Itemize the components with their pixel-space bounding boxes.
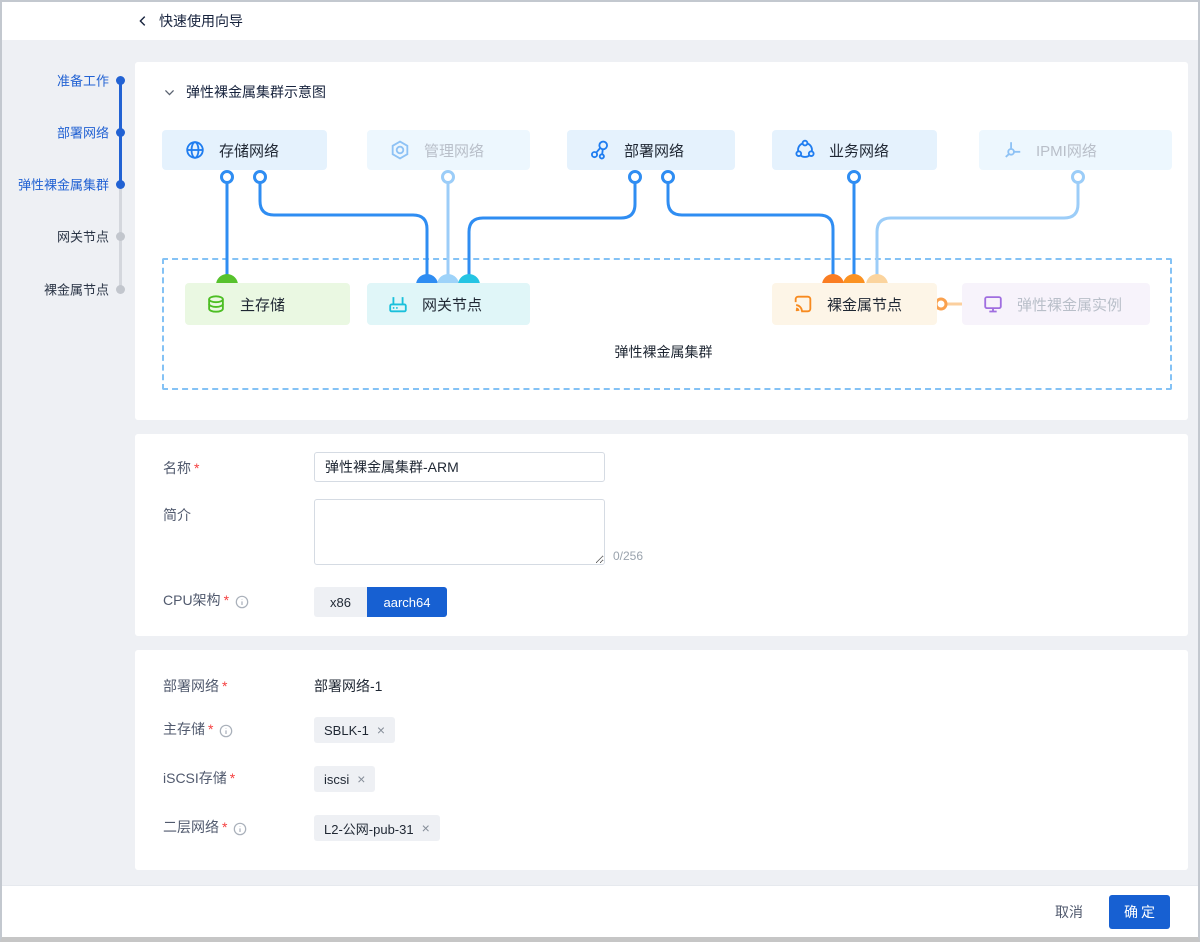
step-connector xyxy=(119,184,122,236)
step-dot xyxy=(116,128,125,137)
step-dot xyxy=(116,76,125,85)
cluster-circle-icon xyxy=(794,139,816,161)
router-icon xyxy=(387,293,409,315)
name-input[interactable] xyxy=(314,452,605,482)
network-label: 部署网络 xyxy=(624,140,684,161)
remove-tag-icon[interactable]: × xyxy=(357,772,365,786)
diagram-collapse-toggle[interactable]: 弹性裸金属集群示意图 xyxy=(135,62,1188,102)
required-mark: * xyxy=(208,721,213,737)
node-box-gateway: 网关节点 xyxy=(367,283,530,325)
node-label: 裸金属节点 xyxy=(827,294,902,315)
network-box-deployment: 部署网络 xyxy=(567,130,735,170)
cpu-option-x86[interactable]: x86 xyxy=(314,587,367,617)
chevron-left-icon xyxy=(136,14,150,28)
steps-rail: 准备工作 部署网络 弹性裸金属集群 网关节点 裸金属节点 xyxy=(2,40,135,886)
node-label: 网关节点 xyxy=(422,294,482,315)
iscsi-storage-tag: iscsi × xyxy=(314,766,375,792)
node-box-instance: 弹性裸金属实例 xyxy=(962,283,1150,325)
step-item-baremetal[interactable]: 裸金属节点 xyxy=(44,280,109,299)
cpu-arch-toggle: x86 aarch64 xyxy=(314,587,447,617)
network-label: 管理网络 xyxy=(424,140,484,161)
info-icon[interactable] xyxy=(233,821,247,837)
required-mark: * xyxy=(230,770,235,786)
required-mark: * xyxy=(222,819,227,835)
required-mark: * xyxy=(222,678,227,694)
name-row: 名称* xyxy=(163,452,1188,482)
signal-box-icon xyxy=(792,293,814,315)
network-box-business: 业务网络 xyxy=(772,130,937,170)
primary-storage-tag: SBLK-1 × xyxy=(314,717,395,743)
diagram-section-title: 弹性裸金属集群示意图 xyxy=(186,82,326,102)
back-button[interactable] xyxy=(136,14,150,28)
step-item-cluster[interactable]: 弹性裸金属集群 xyxy=(18,175,109,194)
node-box-primary-storage: 主存储 xyxy=(185,283,350,325)
step-dot xyxy=(116,285,125,294)
page-title: 快速使用向导 xyxy=(159,11,243,31)
cluster-diagram: 存储网络 管理网络 部署网络 xyxy=(135,110,1192,410)
remove-tag-icon[interactable]: × xyxy=(422,821,430,835)
description-label: 简介 xyxy=(163,499,314,525)
content-area: 准备工作 部署网络 弹性裸金属集群 网关节点 裸金属节点 弹性裸金属集群示意图 xyxy=(2,40,1198,886)
step-dot xyxy=(116,232,125,241)
probe-icon xyxy=(1001,139,1023,161)
node-box-baremetal: 裸金属节点 xyxy=(772,283,937,325)
node-label: 主存储 xyxy=(240,294,285,315)
required-mark: * xyxy=(194,460,199,476)
char-counter: 0/256 xyxy=(613,549,643,565)
step-connector xyxy=(119,132,122,184)
remove-tag-icon[interactable]: × xyxy=(377,723,385,737)
primary-storage-label: 主存储* xyxy=(163,716,314,739)
network-box-management: 管理网络 xyxy=(367,130,530,170)
step-item-deploy-net[interactable]: 部署网络 xyxy=(57,123,109,142)
step-item-prepare[interactable]: 准备工作 xyxy=(57,71,109,90)
network-box-storage: 存储网络 xyxy=(162,130,327,170)
monitor-icon xyxy=(982,293,1004,315)
share-nodes-icon xyxy=(589,139,611,161)
iscsi-storage-label: iSCSI存储* xyxy=(163,765,314,788)
deploy-network-label: 部署网络* xyxy=(163,676,314,696)
iscsi-storage-row: iSCSI存储* iscsi × xyxy=(163,765,1188,792)
globe-icon xyxy=(184,139,206,161)
description-row: 简介 0/256 xyxy=(163,499,1188,565)
cpu-arch-row: CPU架构* x86 aarch64 xyxy=(163,587,1188,617)
network-label: IPMI网络 xyxy=(1036,140,1097,161)
l2-network-label: 二层网络* xyxy=(163,814,314,837)
node-label: 弹性裸金属实例 xyxy=(1017,294,1122,315)
network-form-card: 部署网络* 部署网络-1 主存储* SBLK-1 × iSCSI存储* xyxy=(135,650,1188,870)
info-icon[interactable] xyxy=(219,723,233,739)
network-label: 业务网络 xyxy=(829,140,889,161)
network-label: 存储网络 xyxy=(219,140,279,161)
database-icon xyxy=(205,293,227,315)
cluster-name-label: 弹性裸金属集群 xyxy=(135,342,1192,362)
step-connector xyxy=(119,236,122,289)
gear-icon xyxy=(389,139,411,161)
topbar: 快速使用向导 xyxy=(2,2,1198,40)
cpu-arch-label: CPU架构* xyxy=(163,587,314,610)
primary-storage-row: 主存储* SBLK-1 × xyxy=(163,716,1188,743)
deploy-network-row: 部署网络* 部署网络-1 xyxy=(163,676,1188,696)
step-dot xyxy=(116,180,125,189)
name-label: 名称* xyxy=(163,452,314,478)
cards-column: 弹性裸金属集群示意图 xyxy=(135,40,1188,870)
chevron-down-icon xyxy=(163,86,176,99)
step-connector xyxy=(119,80,122,132)
cancel-button[interactable]: 取消 xyxy=(1055,902,1083,922)
confirm-button[interactable]: 确定 xyxy=(1109,895,1170,929)
l2-network-tag: L2-公网-pub-31 × xyxy=(314,815,440,841)
footer-bar: 取消 确定 xyxy=(2,886,1198,937)
l2-network-row: 二层网络* L2-公网-pub-31 × xyxy=(163,814,1188,841)
description-textarea[interactable] xyxy=(314,499,605,565)
diagram-card: 弹性裸金属集群示意图 xyxy=(135,62,1188,420)
deploy-network-value: 部署网络-1 xyxy=(314,676,382,696)
basic-form-card: 名称* 简介 0/256 CPU架构* xyxy=(135,434,1188,636)
step-item-gateway[interactable]: 网关节点 xyxy=(57,227,109,246)
info-icon[interactable] xyxy=(235,594,249,610)
required-mark: * xyxy=(224,592,229,608)
cpu-option-aarch64[interactable]: aarch64 xyxy=(367,587,447,617)
network-box-ipmi: IPMI网络 xyxy=(979,130,1172,170)
